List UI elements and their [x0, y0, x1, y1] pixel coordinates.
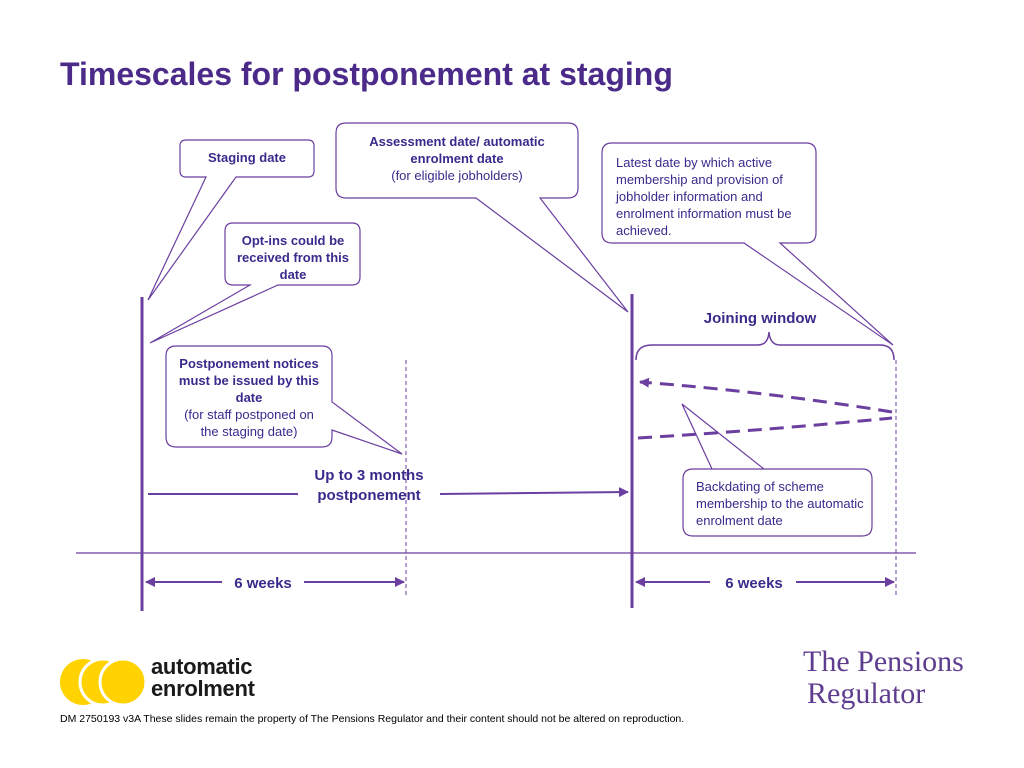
- assessment-date-subtitle: (for eligible jobholders): [391, 168, 523, 183]
- tpr-logo-line2: Regulator: [807, 677, 926, 710]
- opt-ins-text: Opt-ins could be received from this date: [237, 233, 349, 282]
- postponement-subtitle: (for staff postponed on the staging date…: [184, 407, 314, 439]
- postponement-callout: [165, 345, 403, 455]
- opt-ins-callout: [149, 222, 361, 344]
- assessment-date-title: Assessment date/ automatic enrolment dat…: [369, 134, 545, 166]
- pensions-regulator-logo: The Pensions Regulator: [803, 646, 964, 710]
- latest-date-callout: [601, 142, 894, 346]
- backdating-arrow-lower: [637, 416, 893, 440]
- staging-date-text: Staging date: [207, 150, 286, 165]
- postponement-arrow-right: [439, 487, 629, 498]
- assessment-date-text: Assessment date/ automatic enrolment dat…: [344, 133, 570, 184]
- footer-disclaimer: DM 2750193 v3A These slides remain the p…: [60, 713, 685, 725]
- ae-logo-circle-3: [98, 657, 148, 707]
- backdating-text: Backdating of scheme membership to the a…: [696, 479, 864, 528]
- page-title: Timescales for postponement at staging: [60, 56, 673, 92]
- joining-window-label: Joining window: [703, 310, 817, 327]
- ae-logo-line2: enrolment: [151, 676, 255, 701]
- latest-date-text: Latest date by which active membership a…: [616, 155, 792, 238]
- postponement-text: Postponement notices must be issued by t…: [176, 355, 322, 440]
- automatic-enrolment-logo: automatic enrolment: [151, 656, 255, 700]
- six-weeks-right-label: 6 weeks: [725, 575, 783, 592]
- six-weeks-left-label: 6 weeks: [234, 575, 292, 592]
- backdating-callout: [681, 403, 873, 537]
- joining-window-brace: [635, 331, 895, 361]
- staging-date-callout: [147, 139, 315, 301]
- backdating-arrow-upper: [639, 377, 893, 414]
- ae-logo-line1: automatic: [151, 654, 253, 679]
- postponement-title: Postponement notices must be issued by t…: [178, 356, 320, 405]
- postponement-duration-label: Up to 3 months postponement: [314, 467, 424, 504]
- tpr-logo-line1: The Pensions: [803, 645, 964, 678]
- assessment-date-callout: [335, 122, 629, 313]
